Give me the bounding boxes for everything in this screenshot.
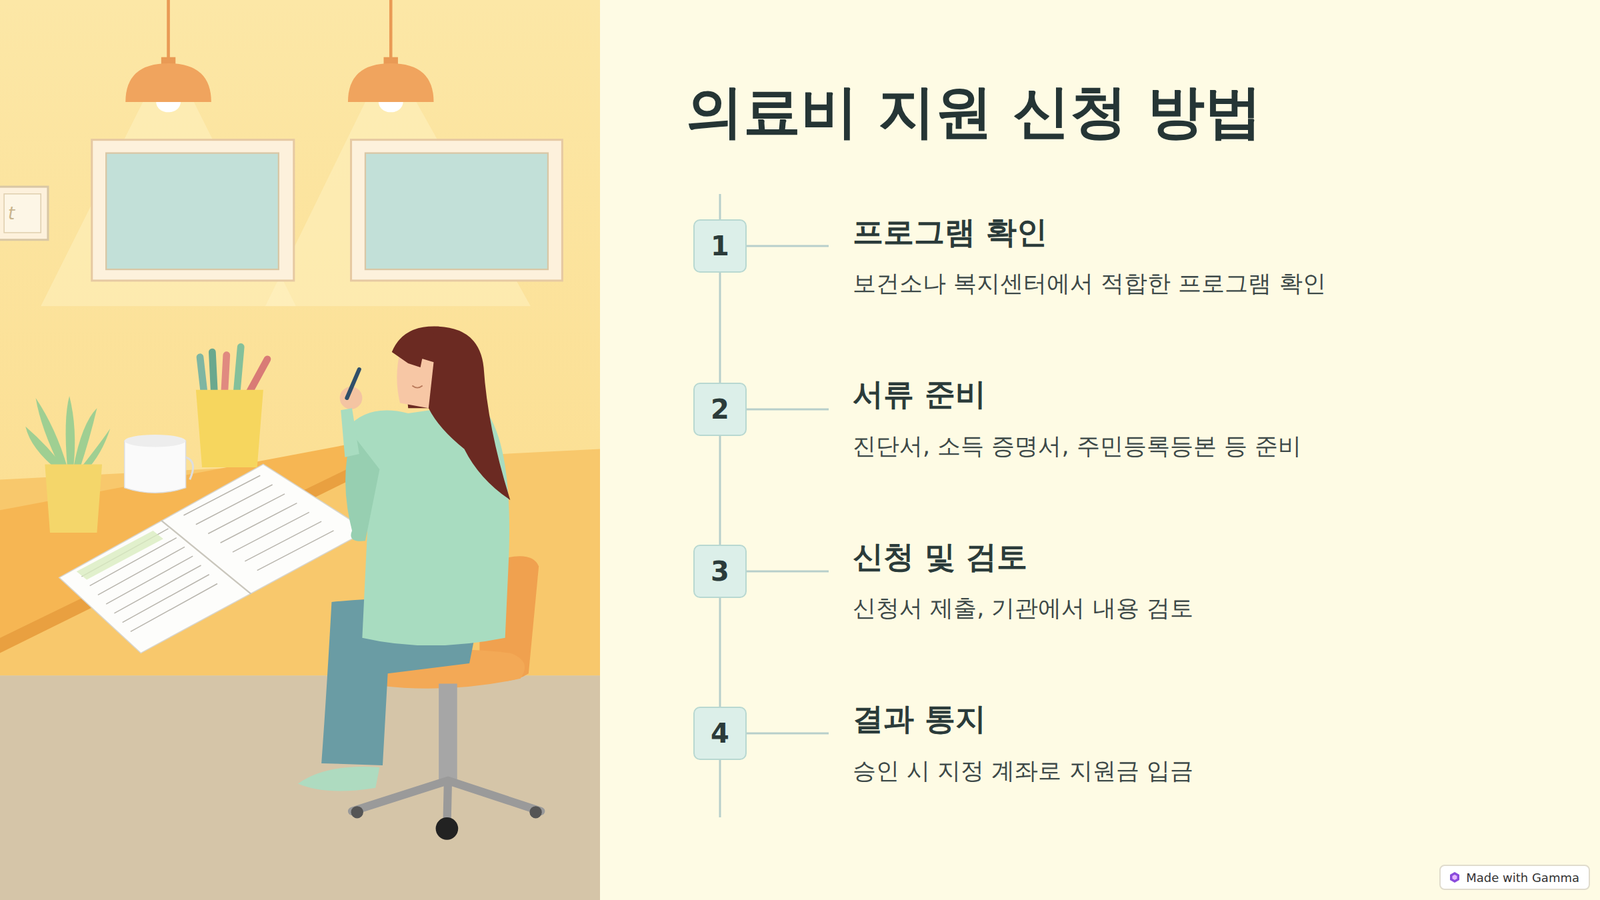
- timeline-tick: [746, 408, 829, 411]
- illustration: [0, 0, 600, 900]
- timeline-tick: [746, 570, 829, 573]
- step-number-box: 4: [693, 706, 747, 760]
- frame-letter: t: [8, 203, 15, 224]
- timeline-segment: [719, 272, 722, 383]
- step-number: 2: [710, 394, 730, 425]
- step-number: 3: [710, 556, 730, 587]
- watermark-text: Made with Gamma: [1466, 870, 1580, 885]
- watermark-badge: Made with Gamma: [1439, 864, 1590, 890]
- step-number-box: 2: [693, 382, 747, 436]
- step-number: 4: [710, 718, 730, 749]
- step-heading: 프로그램 확인: [852, 212, 1048, 254]
- slide-title: 의료비 지원 신청 방법: [686, 73, 1262, 152]
- step-number: 1: [710, 230, 730, 262]
- step-description: 신청서 제출, 기관에서 내용 검토: [852, 592, 1194, 624]
- timeline-segment: [719, 436, 722, 545]
- step-heading: 신청 및 검토: [852, 536, 1028, 578]
- step-heading: 결과 통지: [852, 698, 986, 740]
- step-number-box: 1: [693, 219, 747, 273]
- step-heading: 서류 준비: [852, 374, 986, 416]
- step-description: 보건소나 복지센터에서 적합한 프로그램 확인: [852, 268, 1326, 300]
- gamma-icon: [1448, 871, 1461, 884]
- timeline-tick: [746, 245, 829, 248]
- step-description: 승인 시 지정 계좌로 지원금 입금: [852, 755, 1194, 787]
- timeline-stub: [719, 760, 722, 818]
- timeline-stub: [719, 194, 722, 220]
- step-number-box: 3: [693, 544, 747, 598]
- timeline-segment: [719, 598, 722, 707]
- step-description: 진단서, 소득 증명서, 주민등록등본 등 준비: [852, 430, 1302, 462]
- timeline-tick: [746, 732, 829, 735]
